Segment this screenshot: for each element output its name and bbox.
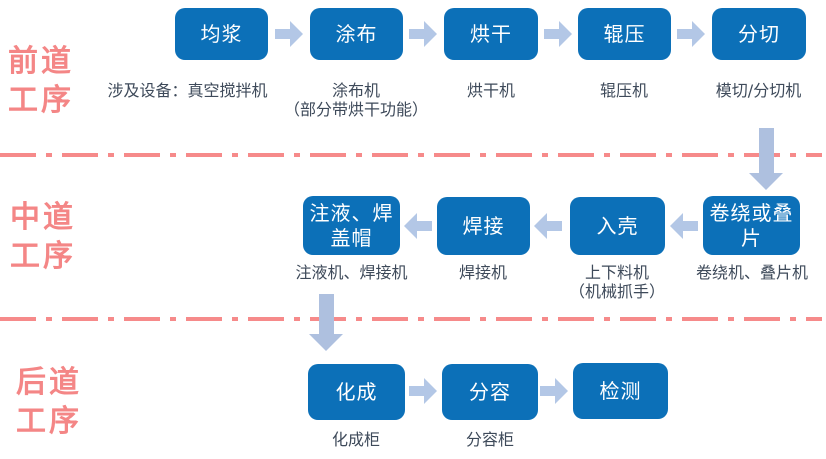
section-label-front-process: 前道 工序 xyxy=(8,42,74,120)
process-box-label: 化成 xyxy=(335,379,378,404)
section-label-back-process: 后道 工序 xyxy=(16,363,82,441)
process-box-label: 分容 xyxy=(469,379,511,404)
equipment-label-welding: 焊接机 xyxy=(458,263,507,282)
process-box-winding-stacking: 卷绕或叠片 xyxy=(703,196,800,255)
section-label-line: 前道 xyxy=(8,44,74,79)
arrow-right-icon xyxy=(275,21,303,47)
process-box-injection-capping: 注液、焊盖帽 xyxy=(303,196,400,255)
equipment-label-injection-capping: 注液机、焊接机 xyxy=(295,263,408,282)
section-divider xyxy=(0,153,822,157)
arrow-left-icon xyxy=(534,213,562,239)
process-box-label: 分切 xyxy=(738,21,780,46)
process-box-label: 焊接 xyxy=(462,213,505,238)
process-box-label: 检测 xyxy=(599,378,642,403)
equipment-note: （机械抓手） xyxy=(568,282,665,301)
section-divider xyxy=(0,317,822,321)
arrow-down-icon xyxy=(749,128,783,190)
arrow-right-icon xyxy=(409,21,437,47)
equipment-note: （部分带烘干功能） xyxy=(283,100,428,119)
process-box-label: 注液、焊盖帽 xyxy=(309,200,394,250)
equipment-label-formation: 化成柜 xyxy=(331,430,380,449)
section-label-line: 工序 xyxy=(16,404,82,439)
equipment-label-drying: 烘干机 xyxy=(466,81,515,100)
equipment-label-slitting: 模切/分切机 xyxy=(715,81,802,100)
arrow-left-icon xyxy=(670,213,698,239)
equipment-name: 涂布机 xyxy=(331,81,380,100)
equipment-label-winding-stacking: 卷绕机、叠片机 xyxy=(695,263,808,282)
arrow-right-icon xyxy=(540,378,568,404)
arrow-down-icon xyxy=(309,294,343,351)
process-box-formation: 化成 xyxy=(308,364,405,420)
process-box-slitting: 分切 xyxy=(712,8,806,60)
process-box-testing: 检测 xyxy=(573,363,668,419)
process-box-drying: 烘干 xyxy=(444,8,538,60)
process-box-label: 烘干 xyxy=(470,21,512,46)
arrow-left-icon xyxy=(404,213,432,239)
process-box-slurry-mixing: 均浆 xyxy=(175,8,268,60)
section-label-line: 后道 xyxy=(16,365,82,400)
equipment-label-capacity-grading: 分容柜 xyxy=(465,430,514,449)
process-box-capacity-grading: 分容 xyxy=(442,364,538,420)
section-label-line: 工序 xyxy=(10,239,76,274)
arrow-right-icon xyxy=(409,378,437,404)
process-box-label: 均浆 xyxy=(200,21,243,46)
process-box-label: 辊压 xyxy=(603,21,646,46)
process-box-label: 涂布 xyxy=(335,21,378,46)
equipment-label-coating: 涂布机 （部分带烘干功能） xyxy=(276,81,436,119)
equipment-name: 上下料机 xyxy=(584,263,649,282)
process-box-label: 入壳 xyxy=(596,213,639,238)
process-box-casing: 入壳 xyxy=(570,197,665,255)
process-box-label: 卷绕或叠片 xyxy=(709,200,794,250)
arrow-right-icon xyxy=(677,21,705,47)
process-box-coating: 涂布 xyxy=(310,8,403,60)
process-box-roller-pressing: 辊压 xyxy=(578,8,671,60)
equipment-label-casing: 上下料机 （机械抓手） xyxy=(547,263,687,301)
section-label-line: 工序 xyxy=(8,83,74,118)
section-label-middle-process: 中道 工序 xyxy=(10,198,76,276)
equipment-label-roller-pressing: 辊压机 xyxy=(599,81,648,100)
equipment-label-slurry-mixing: 涉及设备：真空搅拌机 xyxy=(107,81,268,100)
arrow-right-icon xyxy=(544,21,572,47)
section-label-line: 中道 xyxy=(10,200,76,235)
process-box-welding: 焊接 xyxy=(437,197,530,255)
